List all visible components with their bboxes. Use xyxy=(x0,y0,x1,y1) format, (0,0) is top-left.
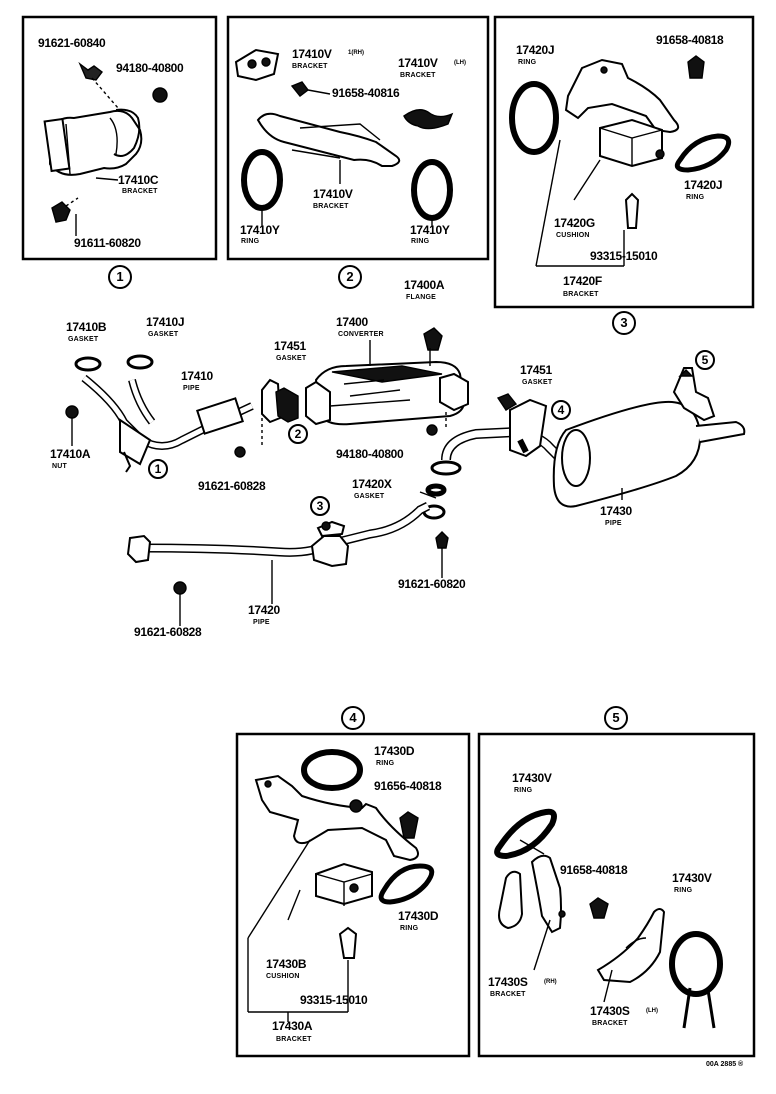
box1-drawing xyxy=(43,61,168,236)
part-number: 17410J xyxy=(146,315,185,329)
part-name: NUT xyxy=(52,463,67,470)
part-side-note: (LH) xyxy=(454,60,466,66)
part-name: RING xyxy=(376,760,395,767)
part-number: 93315-15010 xyxy=(590,249,658,263)
part-name: PIPE xyxy=(605,520,622,527)
part-name: BRACKET xyxy=(292,63,328,70)
part-number: 91621-60828 xyxy=(134,625,202,639)
part-number: 17410V xyxy=(292,47,332,61)
part-name: BRACKET xyxy=(400,72,436,79)
part-name: BRACKET xyxy=(122,188,158,195)
detail-box-1 xyxy=(21,15,218,261)
part-number: 91658-40818 xyxy=(656,33,724,47)
part-name: BRACKET xyxy=(563,291,599,298)
part-number: 91621-60828 xyxy=(198,479,266,493)
section-marker-1: 1 xyxy=(108,265,132,289)
part-number: 17420G xyxy=(554,216,595,230)
part-number: 91611-60820 xyxy=(74,236,141,250)
part-number: 17410C xyxy=(118,173,159,187)
part-name: GASKET xyxy=(68,336,99,343)
main-drawing xyxy=(65,327,746,626)
detail-box-4 xyxy=(235,732,471,1058)
part-number: 17430A xyxy=(272,1019,313,1033)
part-name: GASKET xyxy=(522,379,553,386)
part-name: RING xyxy=(241,238,260,245)
part-number: 91621-60820 xyxy=(398,577,466,591)
part-number: 17410V xyxy=(398,56,438,70)
part-side-note: 1(RH) xyxy=(348,50,364,56)
part-name: RING xyxy=(514,787,533,794)
part-number: 17410A xyxy=(50,447,91,461)
callout-4: 4 xyxy=(551,400,571,420)
part-number: 17410B xyxy=(66,320,107,334)
part-number: 17430S xyxy=(590,1004,630,1018)
part-name: CUSHION xyxy=(556,232,590,239)
part-name: GASKET xyxy=(148,331,179,338)
section-marker-4: 4 xyxy=(341,706,365,730)
part-name: PIPE xyxy=(253,619,270,626)
part-name: RING xyxy=(674,887,693,894)
callout-1: 1 xyxy=(148,459,168,479)
part-name: BRACKET xyxy=(490,991,526,998)
part-number: 91656-40818 xyxy=(374,779,442,793)
section-marker-5: 5 xyxy=(604,706,628,730)
detail-box-3 xyxy=(493,15,755,309)
part-number: 94180-40800 xyxy=(116,61,184,75)
callout-2: 2 xyxy=(288,424,308,444)
part-name: BRACKET xyxy=(592,1020,628,1027)
part-number: 17430B xyxy=(266,957,307,971)
part-number: 91658-40816 xyxy=(332,86,400,100)
part-number: 17430V xyxy=(672,871,712,885)
section-marker-2: 2 xyxy=(338,265,362,289)
part-name: RING xyxy=(411,238,430,245)
part-number: 17430D xyxy=(398,909,439,923)
part-name: CONVERTER xyxy=(338,331,384,338)
part-number: 17420F xyxy=(563,274,602,288)
part-number: 17451 xyxy=(274,339,306,353)
part-number: 91621-60840 xyxy=(38,36,106,50)
part-name: RING xyxy=(400,925,419,932)
part-name: CUSHION xyxy=(266,973,300,980)
part-number: 17400A xyxy=(404,278,445,292)
part-number: 17410Y xyxy=(410,223,450,237)
part-number: 17420X xyxy=(352,477,392,491)
part-number: 17420J xyxy=(516,43,555,57)
part-number: 17420J xyxy=(684,178,723,192)
callout-5: 5 xyxy=(695,350,715,370)
part-number: 17410Y xyxy=(240,223,280,237)
part-number: 17430V xyxy=(512,771,552,785)
callout-3: 3 xyxy=(310,496,330,516)
part-number: 17410 xyxy=(181,369,213,383)
box5-drawing xyxy=(494,808,723,1029)
box4-drawing xyxy=(247,749,435,1022)
diagram-code: 00A 2885 ® xyxy=(706,1061,744,1068)
part-name: GASKET xyxy=(354,493,385,500)
part-number: 17400 xyxy=(336,315,368,329)
part-name: RING xyxy=(686,194,705,201)
part-number: 17410V xyxy=(313,187,353,201)
part-number: 17420 xyxy=(248,603,280,617)
part-name: GASKET xyxy=(276,355,307,362)
part-side-note: (RH) xyxy=(544,979,557,985)
part-number: 94180-40800 xyxy=(336,447,404,461)
part-name: BRACKET xyxy=(313,203,349,210)
part-number: 17451 xyxy=(520,363,552,377)
part-name: RING xyxy=(518,59,537,66)
detail-box-5 xyxy=(477,732,756,1058)
detail-box-2 xyxy=(226,15,490,261)
box2-drawing xyxy=(234,48,454,226)
part-name: BRACKET xyxy=(276,1036,312,1043)
part-number: 17430 xyxy=(600,504,632,518)
part-number: 93315-15010 xyxy=(300,993,368,1007)
section-marker-3: 3 xyxy=(612,311,636,335)
part-number: 91658-40818 xyxy=(560,863,628,877)
part-name: FLANGE xyxy=(406,294,436,301)
part-number: 17430D xyxy=(374,744,415,758)
part-name: PIPE xyxy=(183,385,200,392)
part-number: 17430S xyxy=(488,975,528,989)
part-side-note: (LH) xyxy=(646,1008,658,1014)
box3-drawing xyxy=(509,55,732,267)
